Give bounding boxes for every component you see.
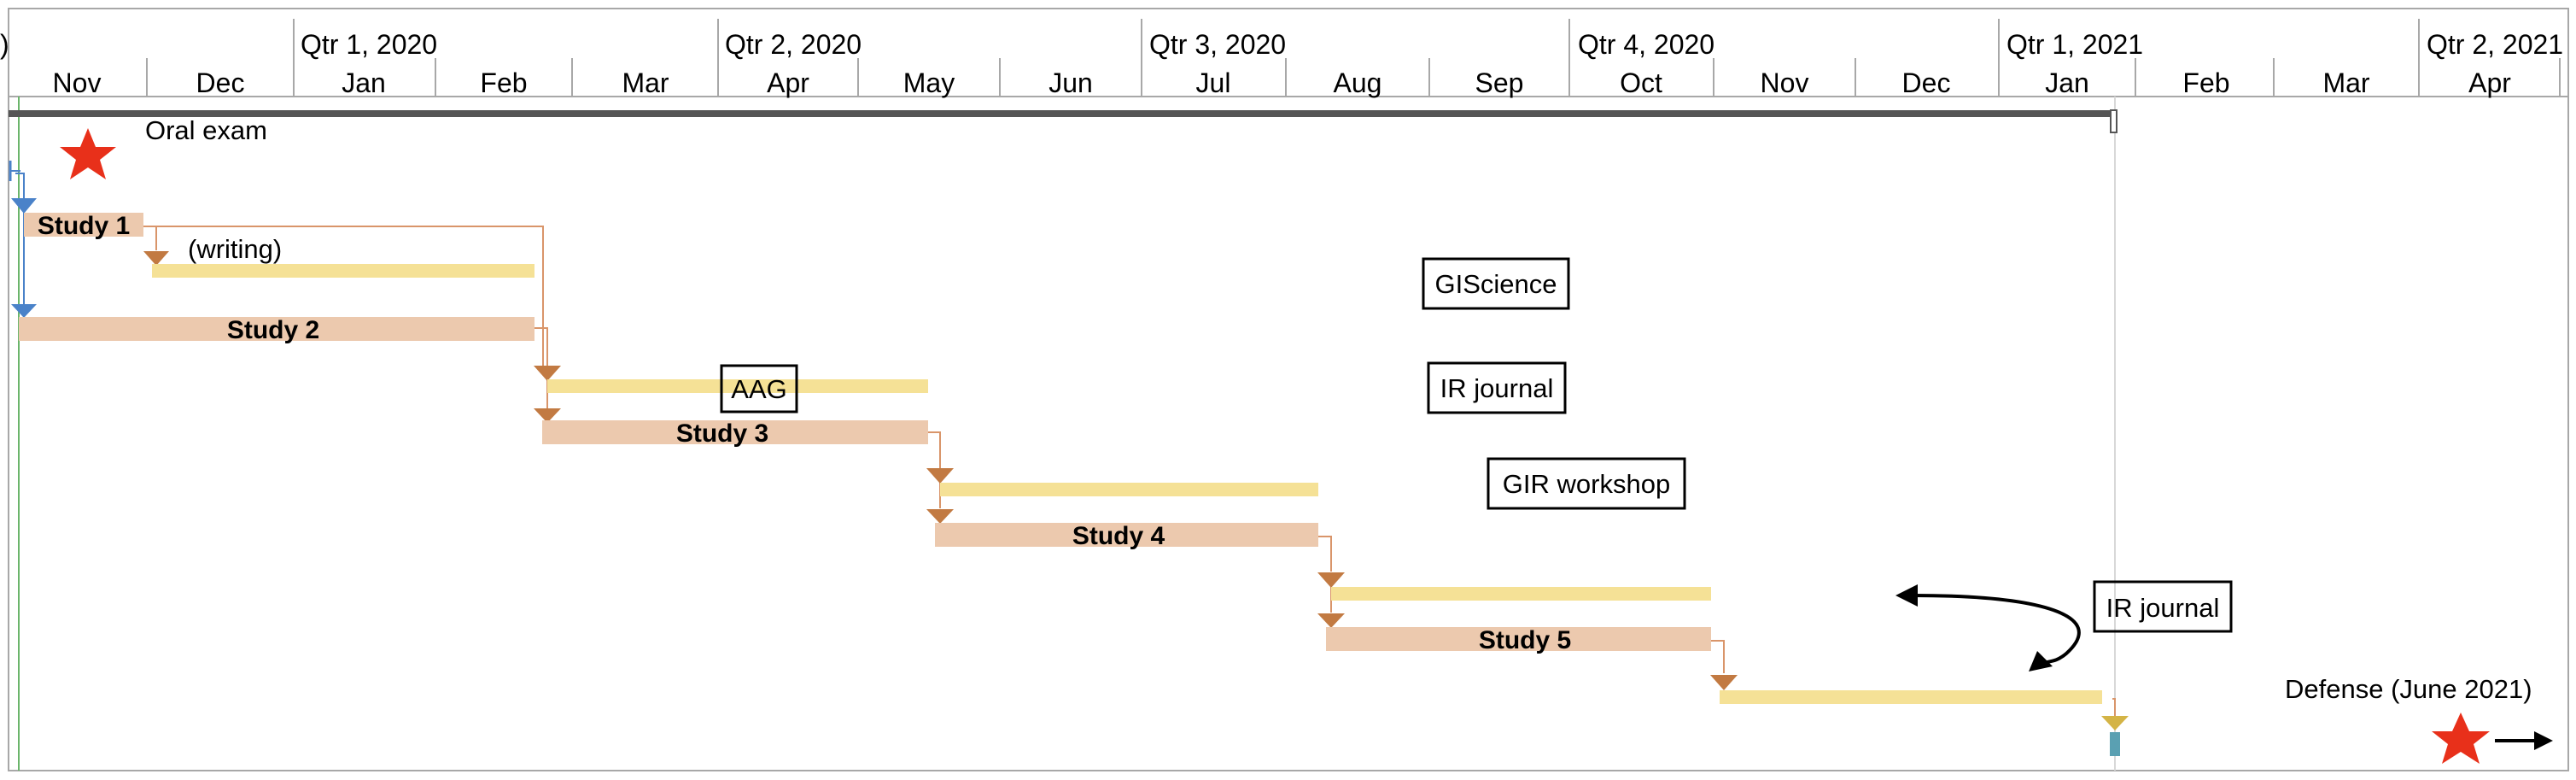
- start-arrow-icon: [11, 304, 37, 318]
- month-label: Jan: [342, 67, 386, 98]
- blue-connector: [15, 173, 25, 198]
- curved-arrow-head-icon: [1895, 584, 1918, 607]
- defense-label: Defense (June 2021): [2285, 674, 2532, 704]
- study-5-writing-bar[interactable]: [1331, 587, 1711, 601]
- end-milestone-marker[interactable]: [2110, 732, 2120, 756]
- summary-bar-end-cap: [2110, 109, 2117, 133]
- month-label: Apr: [767, 67, 809, 98]
- month-label: Jul: [1196, 67, 1231, 98]
- month-label: Aug: [1334, 67, 1382, 98]
- dependency-arrow-icon: [143, 251, 169, 266]
- gir-workshop-box: [1487, 457, 1686, 510]
- study-2-label: Study 2: [227, 316, 319, 344]
- month-label: Mar: [622, 67, 669, 98]
- qtr-label-q3-2020: Qtr 3, 2020: [1149, 29, 1286, 60]
- timescale-grid: [9, 19, 2568, 97]
- month-label: Jan: [2045, 67, 2089, 98]
- month-label: Dec: [196, 67, 245, 98]
- giscience-label: GIScience: [1434, 269, 1557, 299]
- gir-workshop-label: GIR workshop: [1503, 469, 1670, 499]
- curved-arrow: [1912, 594, 2081, 668]
- oral-exam-label: Oral exam: [145, 115, 267, 145]
- defense-arrow-icon: [2534, 731, 2553, 750]
- summary-bar[interactable]: [9, 110, 2114, 117]
- ir-journal-label-1: IR journal: [1440, 373, 1554, 403]
- dependency-arrow-icon: [926, 509, 954, 524]
- ir-journal-box-2: [2093, 580, 2233, 633]
- dependency-arrow-icon: [926, 468, 954, 484]
- dependency-arrow-icon: [1710, 675, 1738, 690]
- study-4-bar[interactable]: [935, 523, 1318, 547]
- month-label: Nov: [1761, 67, 1809, 98]
- oral-exam-star-icon: [60, 128, 116, 179]
- month-label: Feb: [480, 67, 527, 98]
- qtr-label-q1-2021: Qtr 1, 2021: [2006, 29, 2143, 60]
- month-label: Feb: [2182, 67, 2229, 98]
- qtr-label-q2-2021: Qtr 2, 2021: [2427, 29, 2563, 60]
- month-label: Sep: [1475, 67, 1524, 98]
- dependency-arrows: [143, 251, 2129, 730]
- study-3-label: Study 3: [676, 419, 768, 448]
- study-3-writing-bar[interactable]: [547, 379, 928, 393]
- qtr-label-q2-2020: Qtr 2, 2020: [725, 29, 862, 60]
- dependency-arrow-icon: [1317, 613, 1345, 628]
- dependency-arrow-icon: [534, 408, 561, 423]
- start-arrow-icon: [11, 198, 37, 214]
- month-labels: Nov Dec Jan Feb Mar Apr May Jun Jul Aug …: [53, 67, 2512, 98]
- final-writing-bar[interactable]: [1720, 690, 2102, 704]
- study-2-bar[interactable]: [19, 317, 534, 341]
- study-4-label: Study 4: [1072, 522, 1165, 550]
- aag-box: [720, 364, 798, 413]
- ir-journal-label-2: IR journal: [2106, 593, 2220, 623]
- qtr-label: ): [0, 29, 9, 60]
- study-1-bar[interactable]: [24, 213, 143, 237]
- dependency-arrow-icon: [534, 366, 561, 381]
- writing-bar[interactable]: [152, 264, 534, 278]
- aag-label: AAG: [731, 374, 786, 404]
- curved-arrow-head-icon: [2029, 651, 2053, 672]
- dependency-connectors: [143, 226, 2116, 716]
- chart-border: [8, 8, 2569, 771]
- month-label: Nov: [53, 67, 102, 98]
- study-1-label: Study 1: [38, 212, 130, 240]
- month-label: May: [903, 67, 955, 98]
- month-label: Apr: [2468, 67, 2511, 98]
- study-3-bar[interactable]: [542, 420, 928, 444]
- giscience-box: [1422, 257, 1570, 310]
- writing-label: (writing): [188, 234, 282, 264]
- qtr-label-q4-2020: Qtr 4, 2020: [1578, 29, 1714, 60]
- month-label: Dec: [1902, 67, 1951, 98]
- month-label: Mar: [2322, 67, 2369, 98]
- defense-star-icon: [2432, 713, 2490, 764]
- qtr-label-q1-2020: Qtr 1, 2020: [301, 29, 437, 60]
- month-label: Oct: [1620, 67, 1662, 98]
- study-4-writing-bar[interactable]: [940, 483, 1318, 496]
- study-5-label: Study 5: [1479, 626, 1571, 654]
- month-label: Jun: [1049, 67, 1093, 98]
- ir-journal-box-1: [1427, 361, 1567, 414]
- end-arrow-icon: [2101, 716, 2129, 730]
- study-5-bar[interactable]: [1326, 627, 1711, 651]
- dependency-arrow-icon: [1317, 572, 1345, 588]
